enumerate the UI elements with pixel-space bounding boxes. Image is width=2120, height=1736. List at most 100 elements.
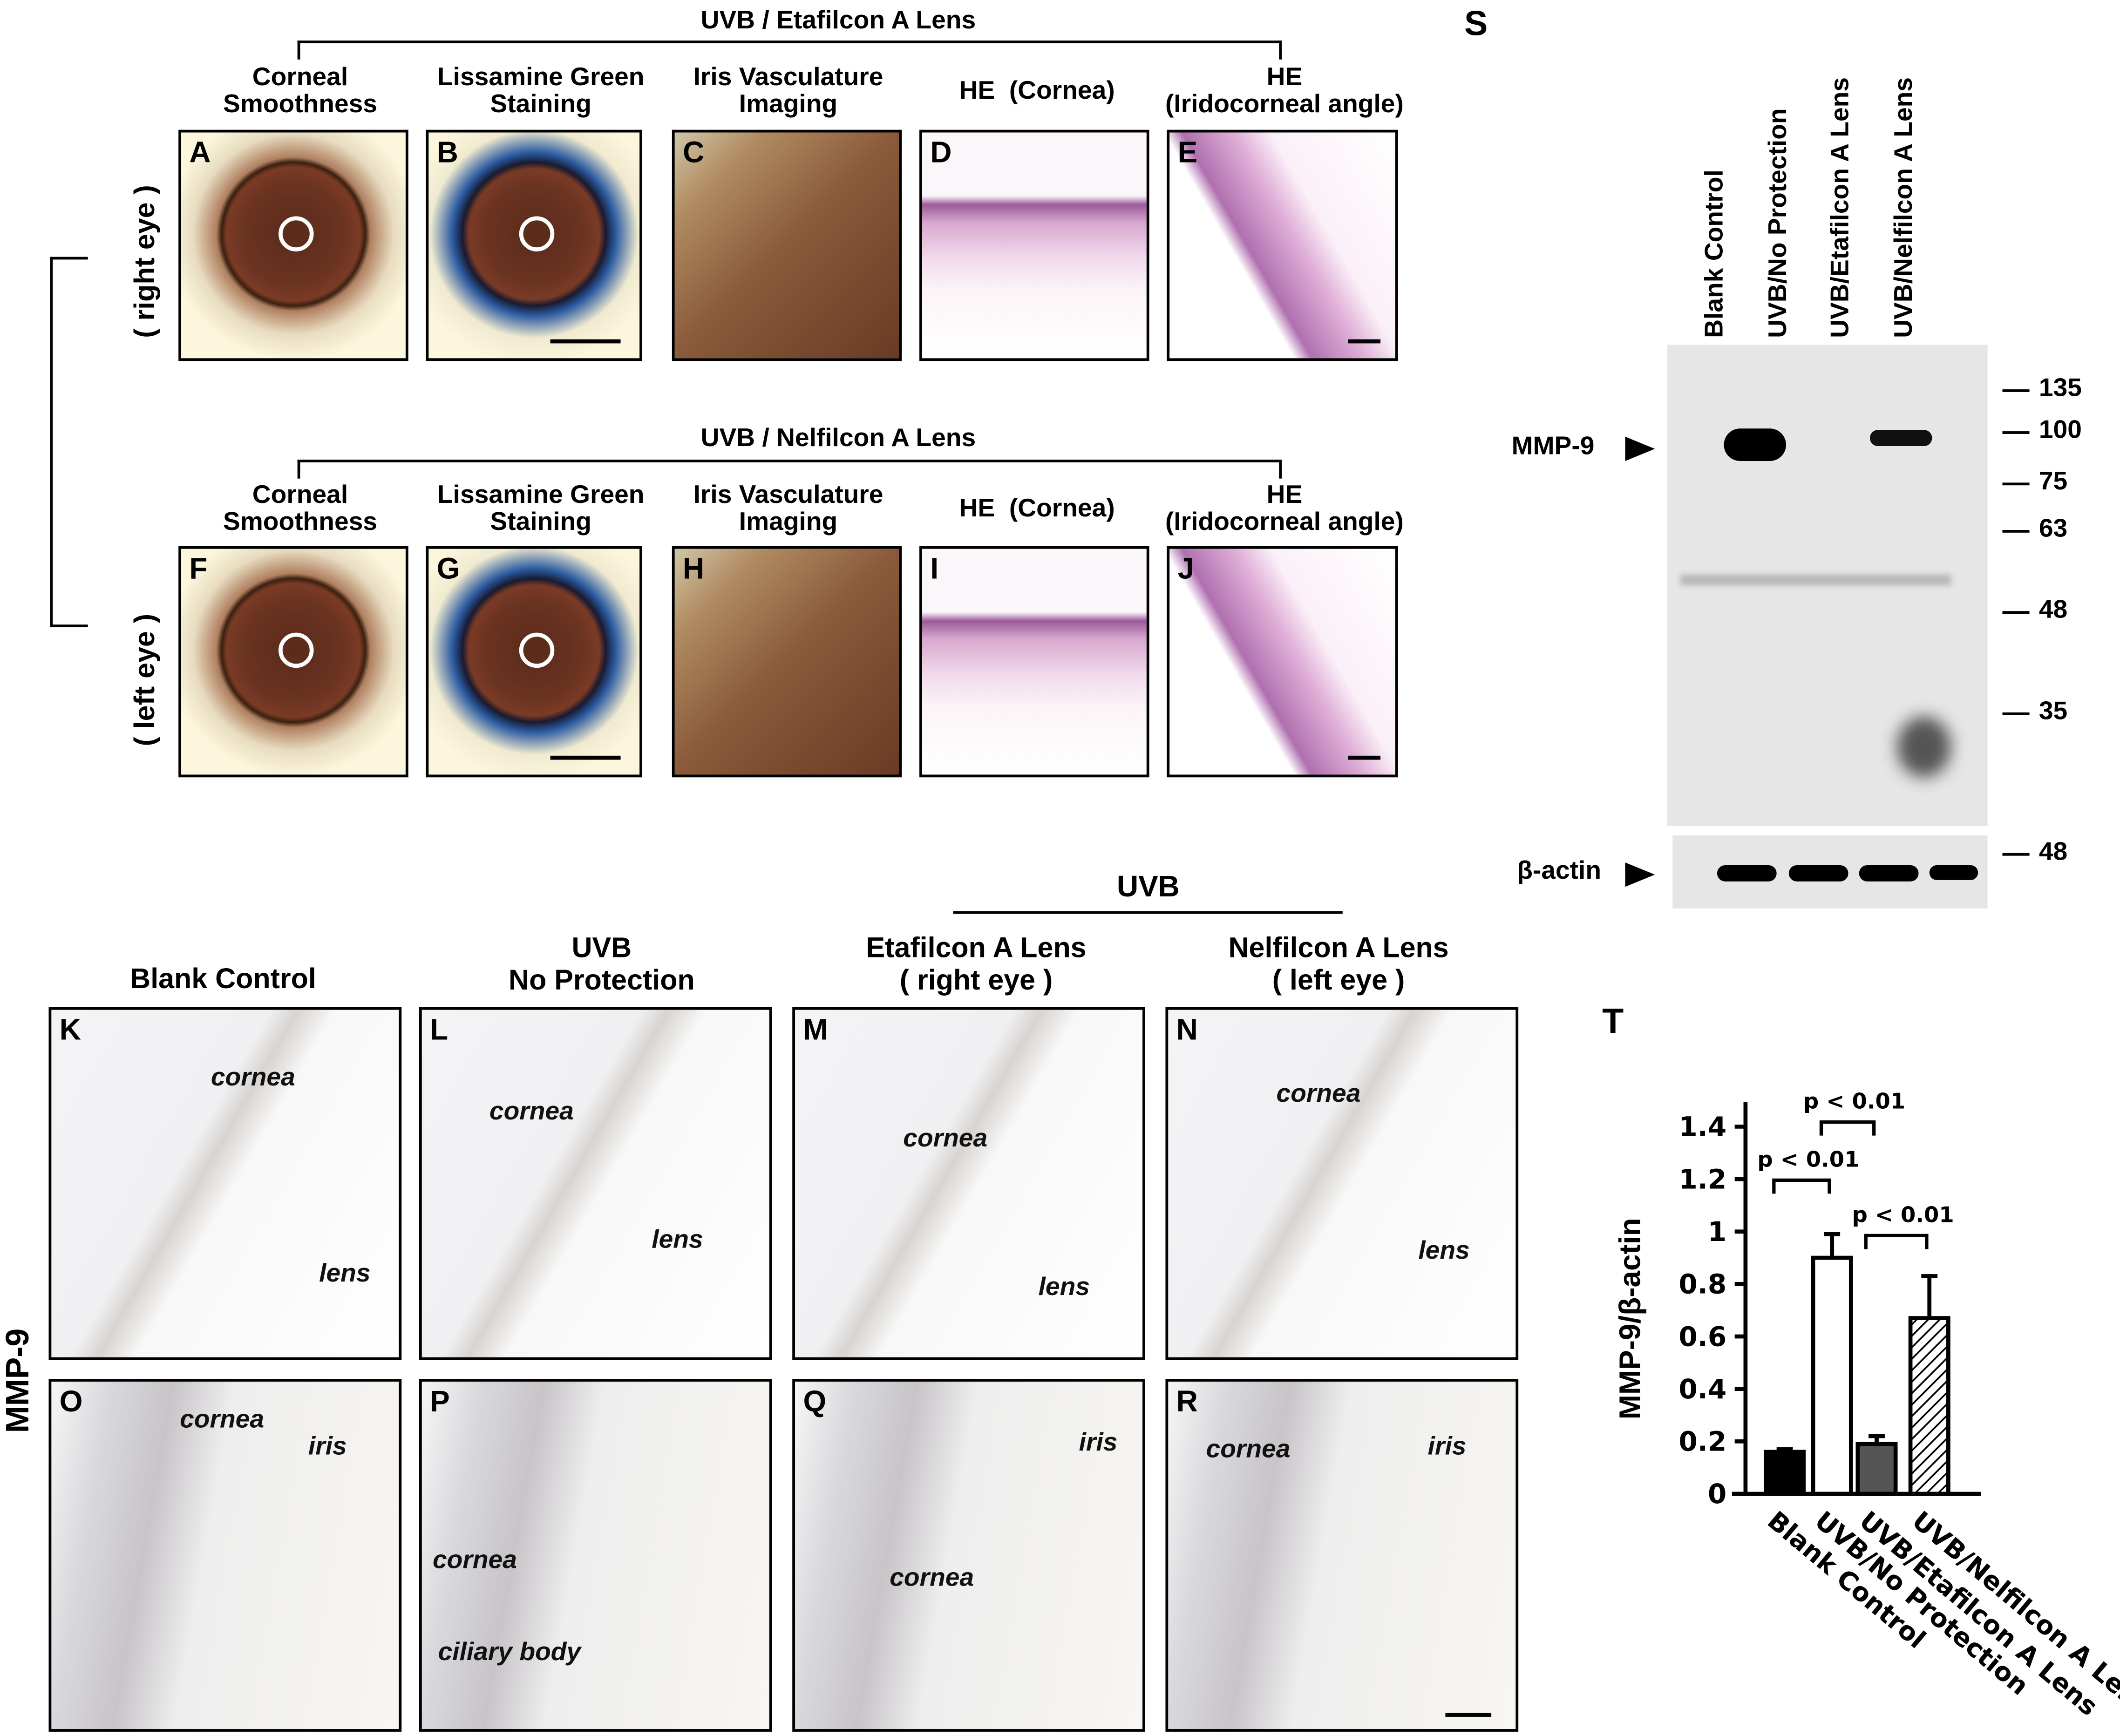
tissue-label-cornea: cornea xyxy=(489,1098,574,1126)
scale-bar xyxy=(550,755,621,760)
column-header: Corneal Smoothness xyxy=(223,481,378,537)
marker-label: 100 xyxy=(2038,416,2082,445)
panel-letter: R xyxy=(1176,1384,1198,1418)
actin-band xyxy=(1929,865,1978,880)
panel-letter: Q xyxy=(803,1384,827,1418)
tissue-label-cornea: cornea xyxy=(211,1064,295,1092)
panel-letter: O xyxy=(59,1384,83,1418)
scale-bar xyxy=(1348,339,1381,344)
scale-bar xyxy=(550,339,621,344)
marker-label: 75 xyxy=(2038,468,2068,496)
column-header: Iris Vasculature Imaging xyxy=(693,481,883,537)
marker-tick xyxy=(2002,431,2030,434)
scale-bar xyxy=(1348,755,1381,760)
column-header: HE (Iridocorneal angle) xyxy=(1165,63,1404,119)
marker-label: 35 xyxy=(2038,697,2068,726)
arrowhead-icon xyxy=(1625,436,1655,461)
actin-band xyxy=(1788,865,1848,882)
mmp9-label: MMP-9 xyxy=(1511,432,1595,461)
significance-bracket xyxy=(1819,1120,1876,1136)
tissue-label-lens: lens xyxy=(1418,1237,1470,1266)
image-panel-h: H xyxy=(672,546,902,778)
group-title-nelfilcon: UVB / Nelfilcon A Lens xyxy=(700,424,976,453)
panel-letter: M xyxy=(803,1012,828,1046)
bar xyxy=(1811,1255,1853,1496)
eye-pair-bracket xyxy=(50,257,53,628)
significance-bracket xyxy=(1772,1178,1831,1194)
bracket-tick xyxy=(50,624,88,628)
tissue-label-lens: lens xyxy=(1038,1273,1090,1302)
panel-letter: D xyxy=(930,135,952,169)
image-panel-j: J xyxy=(1167,546,1398,778)
bracket-tick xyxy=(1279,460,1282,479)
image-panel-d: D xyxy=(919,129,1149,361)
panel-letter: P xyxy=(430,1384,450,1418)
marker-tick xyxy=(2002,530,2030,533)
actin-label: β-actin xyxy=(1517,857,1602,886)
ihc-column-header: UVB No Protection xyxy=(509,933,695,997)
ihc-column-header: Etafilcon A Lens ( right eye ) xyxy=(866,933,1087,997)
actin-band xyxy=(1859,865,1919,882)
marker-label: 63 xyxy=(2038,515,2068,544)
y-tick-label: 1.2 xyxy=(1678,1163,1726,1195)
column-header: HE (Cornea) xyxy=(959,495,1115,523)
column-header: Lissamine Green Staining xyxy=(437,481,645,537)
panel-label-t: T xyxy=(1602,1000,1624,1041)
tissue-label-cornea: cornea xyxy=(432,1546,517,1575)
pupil-reflection xyxy=(279,632,314,668)
panel-letter: H xyxy=(683,551,705,586)
column-header: Lissamine Green Staining xyxy=(437,63,645,119)
pupil-reflection xyxy=(279,216,314,251)
image-panel-c: C xyxy=(672,129,902,361)
image-panel-b: B xyxy=(426,129,642,361)
bar xyxy=(1764,1450,1806,1496)
image-panel-i: I xyxy=(919,546,1149,778)
group-title-etafilcon: UVB / Etafilcon A Lens xyxy=(700,7,976,35)
y-tick-label: 0.2 xyxy=(1678,1426,1726,1458)
scale-bar xyxy=(1445,1713,1492,1717)
bracket-tick xyxy=(50,257,88,260)
bracket-tick xyxy=(297,41,300,60)
image-panel-f: F xyxy=(178,546,408,778)
panel-letter: F xyxy=(189,551,208,586)
panel-letter: A xyxy=(189,135,211,169)
y-tick-label: 1.4 xyxy=(1678,1111,1726,1143)
group-bracket xyxy=(297,41,1282,43)
actin-band xyxy=(1717,865,1777,882)
column-header: HE (Iridocorneal angle) xyxy=(1165,481,1404,537)
bracket-tick xyxy=(1279,41,1282,60)
panel-letter: J xyxy=(1177,551,1195,586)
panel-letter: C xyxy=(683,135,705,169)
image-panel-e: E xyxy=(1167,129,1398,361)
marker-tick xyxy=(2002,712,2030,715)
bar xyxy=(1855,1442,1898,1496)
band-mmp9-uvb xyxy=(1724,428,1786,461)
panel-letter: E xyxy=(1177,135,1198,169)
ihc-column-header: Blank Control xyxy=(130,963,316,995)
band-low xyxy=(1897,716,1951,778)
marker-tick xyxy=(2002,853,2030,856)
marker-tick xyxy=(2002,389,2030,392)
p-value-label: p < 0.01 xyxy=(1803,1089,1905,1114)
tissue-label-lens: lens xyxy=(319,1260,371,1288)
marker-label: 48 xyxy=(2038,596,2068,625)
y-tick-label: 0 xyxy=(1708,1478,1726,1510)
y-tick-label: 1 xyxy=(1708,1216,1726,1248)
p-value-label: p < 0.01 xyxy=(1757,1146,1859,1172)
bar xyxy=(1908,1316,1950,1496)
marker-label: 135 xyxy=(2038,374,2082,403)
pupil-reflection xyxy=(519,632,555,668)
bracket-tick xyxy=(297,460,300,479)
tissue-label-cornea: cornea xyxy=(890,1564,974,1593)
tissue-label-ciliary-body: ciliary body xyxy=(438,1638,581,1667)
y-tick-label: 0.8 xyxy=(1678,1268,1726,1300)
tissue-label-iris: iris xyxy=(1079,1429,1118,1458)
tissue-label-cornea: cornea xyxy=(1206,1436,1291,1465)
